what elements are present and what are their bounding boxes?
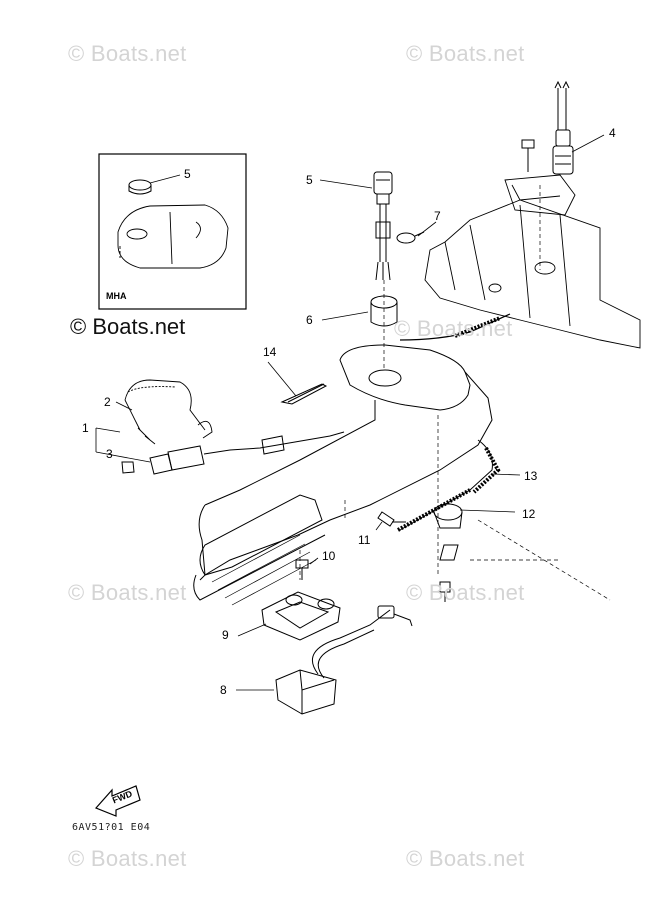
callout-8: 8 [220, 683, 227, 697]
callout-11: 11 [358, 533, 371, 547]
watermark-bottom-right: © Boats.net [406, 846, 525, 871]
leader-14 [267, 361, 297, 397]
leader-13 [491, 473, 521, 476]
callout-5: 5 [306, 173, 313, 187]
mha-inset-frame [98, 153, 247, 310]
leader-12 [459, 509, 516, 513]
callout-14: 14 [263, 345, 277, 359]
watermark-top-right: © Boats.net [406, 41, 525, 66]
leader-9 [237, 623, 267, 637]
callout-1: 1 [82, 421, 89, 435]
inset-housing [117, 204, 229, 269]
inset-leader [149, 174, 181, 184]
callout-2: 2 [104, 395, 111, 409]
stop-switch [373, 171, 393, 281]
watermark-main: © Boats.net [70, 314, 186, 339]
dashed-leaders [299, 185, 611, 601]
wire-harness [312, 605, 413, 679]
tiller-handle [193, 344, 493, 606]
leader-10 [309, 557, 319, 565]
cable-grommet [397, 439, 501, 532]
cap [121, 461, 135, 474]
inset-grommet [128, 179, 152, 195]
bolt-top [521, 139, 535, 172]
inset-label-mha: MHA [106, 291, 127, 301]
lanyard [124, 379, 213, 445]
engine-stop-switch [149, 431, 345, 475]
screw-10 [295, 559, 309, 580]
callout-13: 13 [524, 469, 538, 483]
cable-tie [280, 383, 328, 405]
watermark-top-left: © Boats.net [68, 41, 187, 66]
clamp [433, 503, 463, 561]
leader-6 [321, 311, 369, 321]
leader-7 [417, 221, 437, 237]
inset-callout-5: 5 [184, 167, 191, 181]
leader-1 [95, 427, 121, 433]
callout-12: 12 [522, 507, 536, 521]
watermark-bottom-left: © Boats.net [68, 846, 187, 871]
leader-2a [115, 401, 133, 411]
callout-6: 6 [306, 313, 313, 327]
engine-bracket [424, 174, 641, 349]
leader-4 [571, 134, 605, 153]
callout-3: 3 [106, 447, 113, 461]
watermark-lower-right: © Boats.net [406, 580, 525, 605]
leader-11 [375, 521, 383, 531]
callout-10: 10 [322, 549, 336, 563]
fwd-arrow-icon [94, 785, 141, 817]
clip [396, 231, 425, 244]
callout-4: 4 [609, 126, 616, 140]
collar [370, 295, 398, 327]
leader-5 [319, 179, 373, 189]
screw-11 [377, 511, 406, 527]
bolt-lower [439, 581, 451, 602]
harness-connector [552, 80, 574, 175]
switch-bracket [261, 591, 341, 641]
part-code: 6AV51?01 E04 [72, 822, 151, 833]
leader-1c [95, 451, 151, 463]
callout-7: 7 [434, 209, 441, 223]
ignition-module [275, 669, 337, 715]
watermark-mid-right: © Boats.net [394, 316, 513, 341]
watermark-mid-left: © Boats.net [68, 580, 187, 605]
control-cable-boot [454, 316, 501, 338]
callout-9: 9 [222, 628, 229, 642]
